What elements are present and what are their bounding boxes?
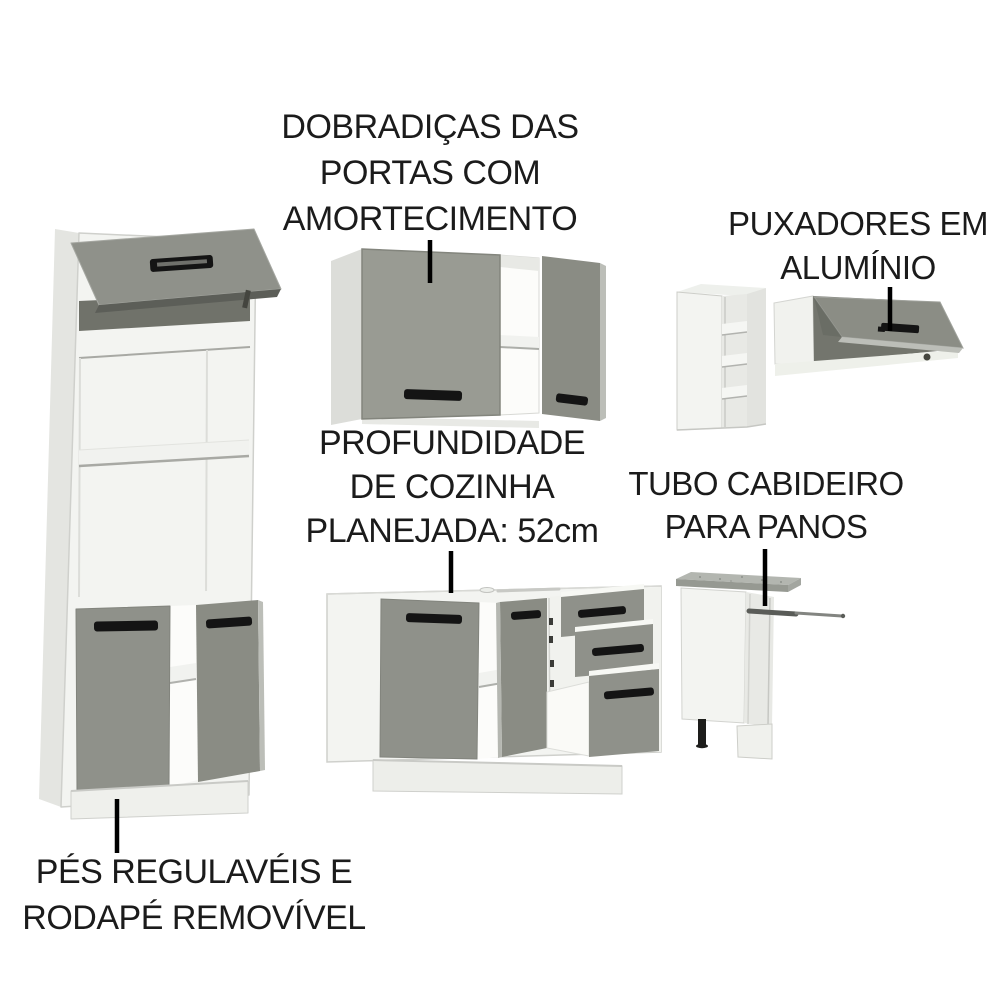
- depth-label-line1: PROFUNDIDADE: [318, 424, 586, 462]
- wall-cab-right-door-open: [542, 256, 600, 421]
- tower-flip-door-edge: [95, 289, 281, 313]
- drawer-1-box: [561, 584, 644, 598]
- towel-cab-interior: [744, 592, 774, 727]
- tower-hinge-icon: [242, 289, 251, 309]
- wall-cab-bottom-edge: [362, 417, 539, 428]
- drawer-1-handle-icon: [577, 606, 627, 618]
- wall-cab-interior: [499, 254, 540, 416]
- flipup-hinge-icon: [923, 353, 931, 361]
- depth-label-line3: PLANEJADA: 52cm: [305, 512, 599, 550]
- tower-right-door-edge: [258, 600, 265, 771]
- niche-shelf-1: [722, 321, 747, 335]
- hinges-label-line1: DOBRADIÇAS DAS: [281, 108, 579, 146]
- base-left-door: [379, 598, 480, 760]
- towel-cab-left-face: [680, 587, 747, 724]
- base-middle-door-handle-icon: [510, 610, 542, 620]
- wall-cab-left-door-handle-icon: [403, 389, 463, 401]
- drawer-2-box: [575, 619, 653, 633]
- towel-rail-tube-extension: [794, 611, 844, 618]
- depth-label-line2: DE COZINHA: [349, 468, 555, 506]
- niche-right-face: [747, 288, 766, 427]
- feet-label: PÉS REGULAVÉIS E RODAPÉ REMOVÍVEL: [22, 849, 366, 941]
- base-cabinet-main: [326, 584, 662, 795]
- base-left-door-handle-icon: [405, 613, 463, 624]
- drawer-3-handle-icon: [603, 687, 654, 700]
- base-sink-edge: [496, 587, 561, 593]
- base-middle-door-open: [500, 598, 547, 757]
- wall-cab-right-door-handle-icon: [555, 393, 589, 406]
- towel-rail-label-line2: PARA PANOS: [664, 508, 868, 545]
- towel-rail-label: TUBO CABIDEIRO PARA PANOS: [628, 462, 904, 548]
- tower-door-gap-interior: [169, 605, 198, 787]
- tower-left-door: [75, 605, 171, 792]
- niche-shelf-3: [722, 385, 747, 399]
- base-middle-door-edge: [496, 602, 502, 758]
- wall-cab-interior-top-shadow: [500, 255, 539, 271]
- handles-label-line1: PUXADORES EM: [728, 205, 988, 242]
- tower-gap-shelf: [170, 663, 196, 683]
- wall-cab-right-door-edge: [600, 263, 606, 421]
- open-shelf-unit: [676, 284, 767, 431]
- niche-left-face: [676, 291, 723, 431]
- towel-rail-label-line1: TUBO CABIDEIRO: [628, 465, 904, 502]
- wall-cabinet-flipup: [773, 295, 964, 376]
- handles-label-line2: ALUMÍNIO: [780, 249, 936, 286]
- niche-shelf-2: [722, 353, 747, 367]
- flipup-bottom-band: [775, 350, 958, 376]
- hinges-label: DOBRADIÇAS DAS PORTAS COM AMORTECIMENTO: [281, 104, 579, 242]
- tall-tower-cabinet: [39, 228, 282, 820]
- tower-right-door: [196, 600, 260, 782]
- depth-label: PROFUNDIDADE DE COZINHA PLANEJADA: 52cm: [306, 421, 599, 553]
- towel-rail-tube: [746, 608, 799, 617]
- flipup-side-panel: [773, 295, 815, 368]
- niche-top-face: [677, 284, 766, 296]
- hinges-label-line2: PORTAS COM: [319, 154, 541, 192]
- towel-countertop-top: [676, 572, 801, 585]
- feet-label-line1: PÉS REGULAVÉIS E: [35, 853, 353, 891]
- hinges-label-line3: AMORTECIMENTO: [282, 200, 578, 238]
- tower-side-panel: [39, 229, 79, 807]
- towel-rail-tip: [840, 613, 846, 619]
- countertop-speckle: [699, 576, 782, 583]
- leader-lines: [114, 240, 893, 853]
- wall-cab-shelf: [500, 335, 539, 349]
- drawer-3-box: [589, 663, 659, 677]
- base-sink-drain: [479, 587, 495, 593]
- drawer-3-interior: [546, 681, 590, 757]
- tower-left-door-handle-icon: [93, 620, 159, 632]
- base-cabinet-towel: [676, 572, 846, 760]
- wall-cab-left-door: [361, 248, 501, 420]
- tower-right-door-handle-icon: [205, 616, 253, 629]
- flipup-door-edge: [838, 337, 963, 353]
- wall-cabinet-double: [331, 248, 606, 428]
- handles-label: PUXADORES EM ALUMÍNIO: [728, 202, 988, 290]
- towel-cab-plinth-leg: [736, 723, 773, 760]
- adjustable-foot-icon: [698, 719, 706, 745]
- feet-label-line2: RODAPÉ REMOVÍVEL: [22, 899, 366, 937]
- drawer-2-handle-icon: [592, 643, 644, 657]
- towel-countertop-side: [788, 578, 801, 592]
- towel-countertop-edge: [676, 579, 788, 592]
- flipup-door-shadow: [814, 297, 842, 337]
- tower-shelf-b: [79, 440, 249, 466]
- base-gap-shelf: [479, 669, 502, 687]
- drawer-3-front: [589, 669, 659, 757]
- wall-cab-side-panel: [331, 249, 362, 425]
